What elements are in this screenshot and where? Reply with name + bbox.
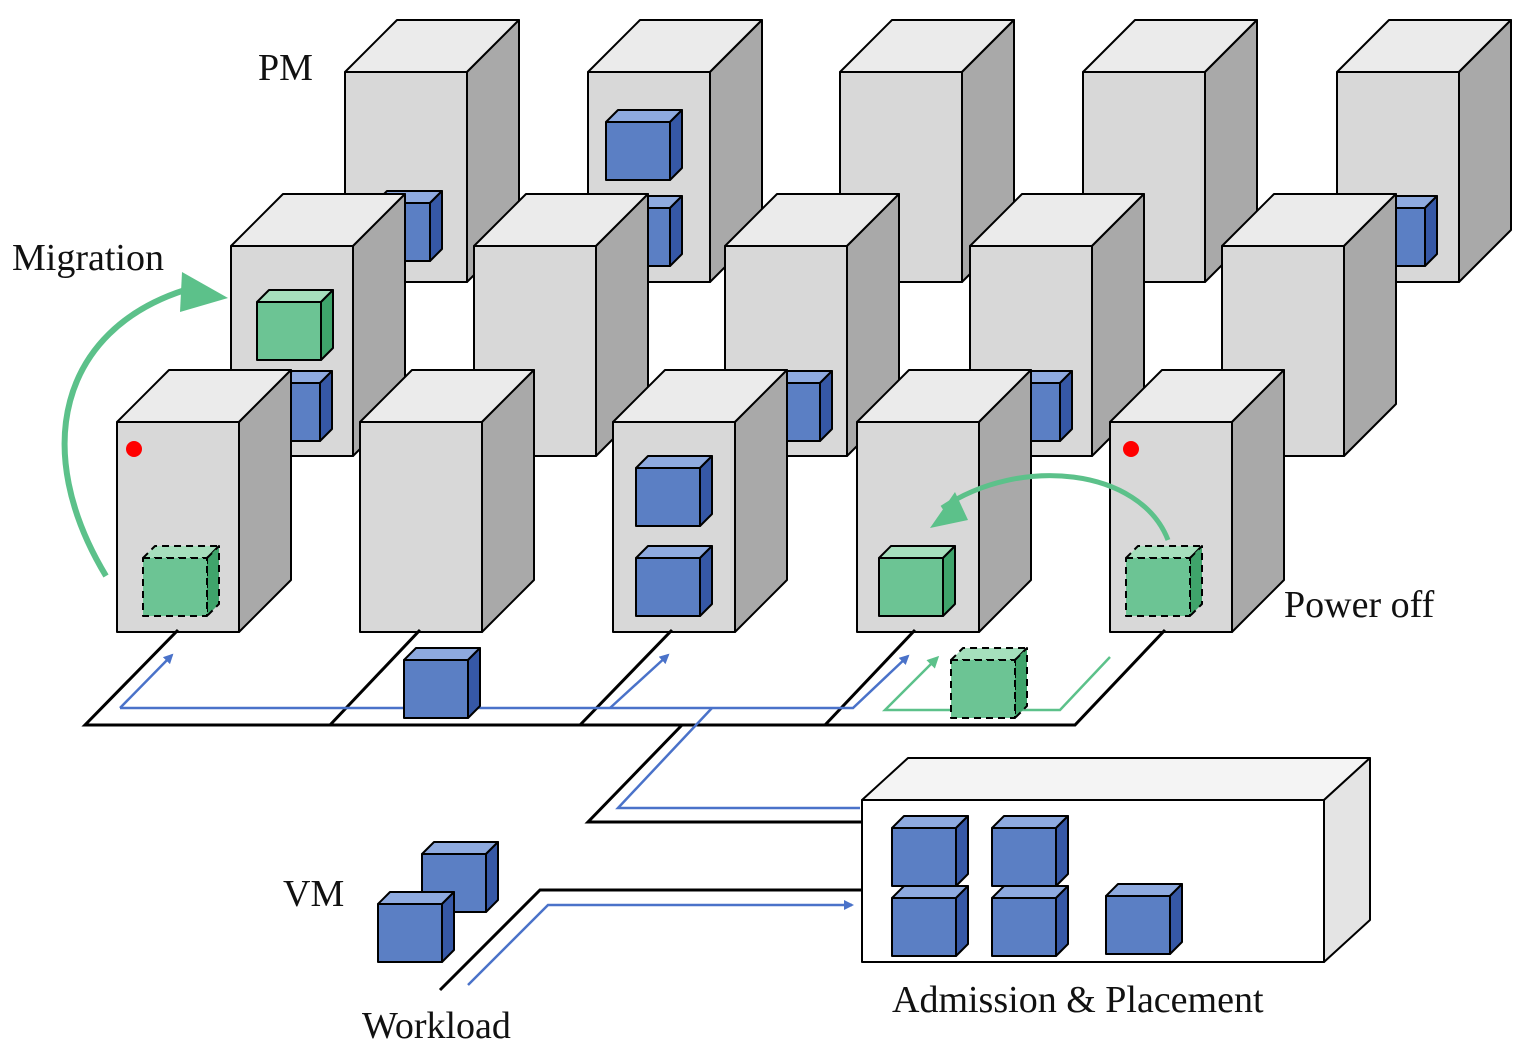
pm-front-3 [612,369,788,633]
vm-front-4-green [878,545,956,617]
vm-front-1-ghost [142,545,220,617]
request-paths [119,653,910,986]
vm-cubes [377,647,1028,963]
vm-back-2-top [605,109,683,181]
vm-queue-2 [991,815,1069,887]
migration-arrow-left [61,272,228,578]
vm-queue-5 [1105,883,1183,955]
workload-label: Workload [362,1005,511,1047]
pm-row-front [116,369,1285,633]
pm-back-3 [839,19,1015,283]
power-indicator-1 [126,441,142,457]
vm-migrating-ghost [950,647,1028,719]
vm-queue-4 [991,885,1069,957]
migration-arrow-right [930,473,1171,541]
vm-workload-front [377,891,455,963]
pm-front-2 [359,369,535,633]
pm-back-4 [1082,19,1258,283]
vm-label: VM [283,873,344,915]
power-off-label: Power off [1284,584,1435,626]
pm-front-4 [856,369,1032,633]
admission-placement-label: Admission & Placement [892,979,1264,1021]
vm-mid-1-green [256,289,334,361]
vm-in-transit [403,647,481,719]
vm-front-5-ghost [1125,545,1203,617]
vm-front-3-top [635,455,713,527]
vm-queue-3 [891,885,969,957]
admission-placement-box [861,757,1371,963]
vm-queue-1 [891,815,969,887]
power-indicator-5 [1123,441,1139,457]
pm-mid-1 [230,193,406,457]
vm-front-3-bottom [635,545,713,617]
pm-label: PM [258,47,313,89]
migration-label: Migration [12,237,164,279]
